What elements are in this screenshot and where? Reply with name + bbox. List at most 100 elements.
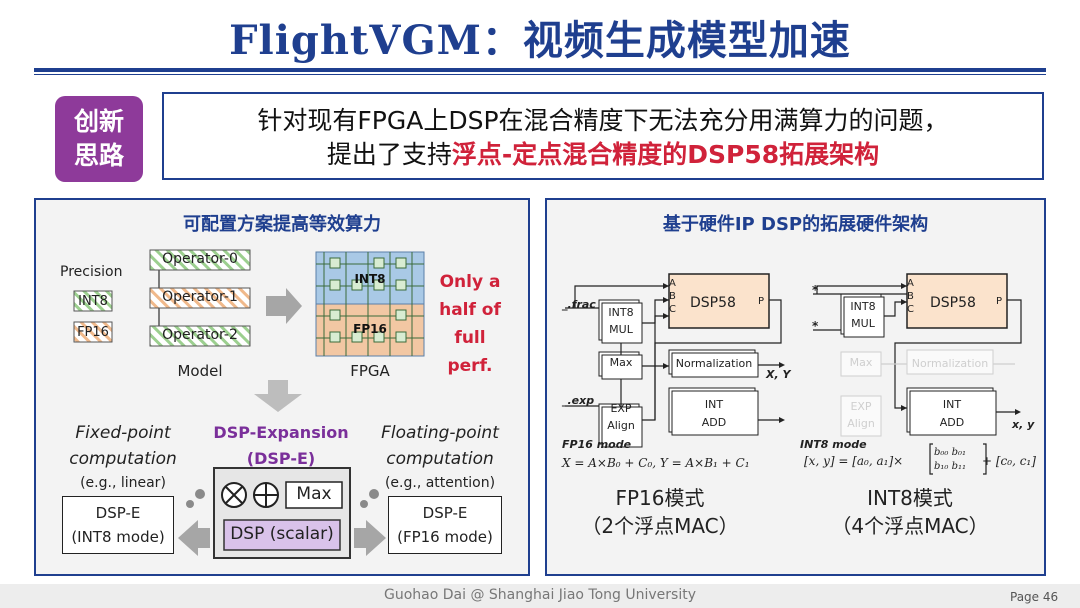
fp16-mode-label: FP16 mode <box>562 438 632 451</box>
dsp-ports-in: A B C <box>669 277 676 316</box>
int-add-block-2: INT ADD <box>909 396 995 432</box>
fp16-caption-2: （2个浮点MAC） <box>581 514 739 538</box>
fpga-label: FPGA <box>350 362 390 380</box>
dspe-title-1: DSP-Expansion <box>213 423 349 442</box>
operator-1: Operator-1 <box>162 289 238 305</box>
normalization-block: Normalization <box>675 357 753 370</box>
dspe-fp16-line-2: (FP16 mode) <box>397 528 493 546</box>
matrix-brackets <box>929 443 987 475</box>
arrow-to-int8 <box>178 520 210 556</box>
dspe-fp16-box: DSP-E (FP16 mode) <box>388 496 502 554</box>
left-heading: 可配置方案提高等效算力 <box>183 214 381 235</box>
float-line-1: Floating-point <box>381 423 499 443</box>
fp16-architecture <box>565 273 785 448</box>
int-add-2-1: INT <box>942 398 962 411</box>
arrow-to-fpga <box>266 288 302 324</box>
fp16-caption-1: FP16模式 <box>615 486 705 510</box>
footer-text: Guohao Dai @ Shanghai Jiao Tong Universi… <box>384 587 696 603</box>
int8-equation-left: [x, y] = [a₀, a₁]× <box>804 454 904 468</box>
int8-caption: INT8模式 （4个浮点MAC） <box>800 484 1020 540</box>
star-b: * <box>812 319 819 333</box>
fixed-point-label: Fixed-point computation (e.g., linear) <box>50 420 196 494</box>
int8-swatch <box>73 290 113 312</box>
port-a-2: A <box>907 278 914 289</box>
idea-line-2-pre: 提出了支持 <box>326 140 452 169</box>
arrow-down <box>254 380 302 412</box>
exp-align-1: EXP <box>610 402 632 415</box>
int-add-2: ADD <box>701 416 727 429</box>
dspe-int8-line-2: (INT8 mode) <box>71 528 165 546</box>
exp-align-2: Align <box>607 419 635 432</box>
m01: b₀₁ <box>951 447 967 458</box>
int8-mul-2-1: INT8 <box>850 300 876 313</box>
fp16-label: FP16 <box>77 325 109 340</box>
xy-output-2: x, y <box>1012 418 1035 431</box>
exp-align-faded-2: Align <box>847 417 875 430</box>
dsp-ports-in-2: A B C <box>907 277 914 316</box>
left-diagram <box>73 249 425 559</box>
idea-highlight: 浮点-定点混合精度的DSP58拓展架构 <box>451 140 880 169</box>
exp-align-faded: EXP Align <box>841 398 881 432</box>
floating-point-label: Floating-point computation (e.g., attent… <box>362 420 518 494</box>
frac-label: _.frac <box>562 298 596 311</box>
footer-bar <box>0 584 1080 608</box>
fixed-line-1: Fixed-point <box>75 423 171 443</box>
exp-label: _.exp <box>562 394 595 407</box>
idea-badge: 创新 思路 <box>55 96 143 182</box>
xy-output: X, Y <box>766 368 791 381</box>
operator-0: Operator-0 <box>162 251 238 267</box>
m00: b₀₀ <box>934 447 949 458</box>
operator-2: Operator-2 <box>162 327 238 343</box>
operator-0-fill <box>149 249 251 271</box>
dspe-title: DSP-Expansion (DSP-E) <box>206 420 356 472</box>
perf-note-3: full perf. <box>447 328 493 376</box>
idea-box: 针对现有FPGA上DSP在混合精度下无法充分用满算力的问题， 提出了支持浮点-定… <box>162 92 1044 180</box>
int8-mul-1: INT8 <box>608 306 634 319</box>
fpga-fp16-label: FP16 <box>353 322 387 336</box>
right-heading: 基于硬件IP DSP的拓展硬件架构 <box>662 214 929 235</box>
idea-line-2: 提出了支持浮点-定点混合精度的DSP58拓展架构 <box>164 138 1042 172</box>
max-block-faded: Max <box>849 356 873 369</box>
int8-label: INT8 <box>78 294 108 309</box>
port-c-2: C <box>907 304 914 315</box>
int8-caption-2: （4个浮点MAC） <box>831 514 989 538</box>
port-b: B <box>669 291 676 302</box>
title-rule <box>34 68 1046 72</box>
badge-line-1: 创新 <box>73 107 124 136</box>
fp16-swatch <box>73 321 113 343</box>
port-p-2: P <box>996 296 1003 307</box>
exp-align-faded-1: EXP <box>850 400 872 413</box>
int8-mul: INT8 MUL <box>600 304 642 338</box>
page-number: Page 46 <box>1010 590 1059 604</box>
int8-architecture <box>813 273 1022 437</box>
perf-note-2: half of <box>439 300 501 320</box>
fixed-line-3: (e.g., linear) <box>80 475 166 491</box>
port-c: C <box>669 304 676 315</box>
precision-label: Precision <box>60 264 123 280</box>
int8-mul-2: MUL <box>609 323 633 336</box>
max-block: Max <box>609 356 633 369</box>
dspe-title-2: (DSP-E) <box>246 449 316 468</box>
port-a: A <box>669 278 676 289</box>
fp16-caption: FP16模式 （2个浮点MAC） <box>560 484 760 540</box>
dspe-fp16-line-1: DSP-E <box>422 504 468 522</box>
exp-align-block: EXP Align <box>600 400 642 434</box>
m11: b₁₁ <box>951 461 967 472</box>
normalization-block-faded: Normalization <box>911 357 989 370</box>
idea-line-1: 针对现有FPGA上DSP在混合精度下无法充分用满算力的问题， <box>257 106 949 135</box>
fixed-line-2: computation <box>69 449 177 469</box>
operator-2-fill <box>149 325 251 347</box>
int8-equation-matrix: b₀₀ b₀₁ b₁₀ b₁₁ <box>934 446 980 474</box>
title-rule-thin <box>34 74 1046 75</box>
dsp-scalar-label: DSP (scalar) <box>230 524 334 544</box>
dsp58-label: DSP58 <box>690 295 736 311</box>
port-p: P <box>758 296 765 307</box>
dsp58-label-2: DSP58 <box>930 295 976 311</box>
int8-mul-2: INT8 MUL <box>842 298 884 332</box>
max-label: Max <box>296 484 332 504</box>
fp16-equation: X = A×B₀ + C₀, Y = A×B₁ + C₁ <box>562 456 750 470</box>
arrow-to-fp16 <box>354 520 386 556</box>
int8-equation-right: + [c₀, c₁] <box>982 454 1036 468</box>
int8-mul-2-2: MUL <box>851 317 875 330</box>
int8-mode-label: INT8 mode <box>800 438 867 451</box>
